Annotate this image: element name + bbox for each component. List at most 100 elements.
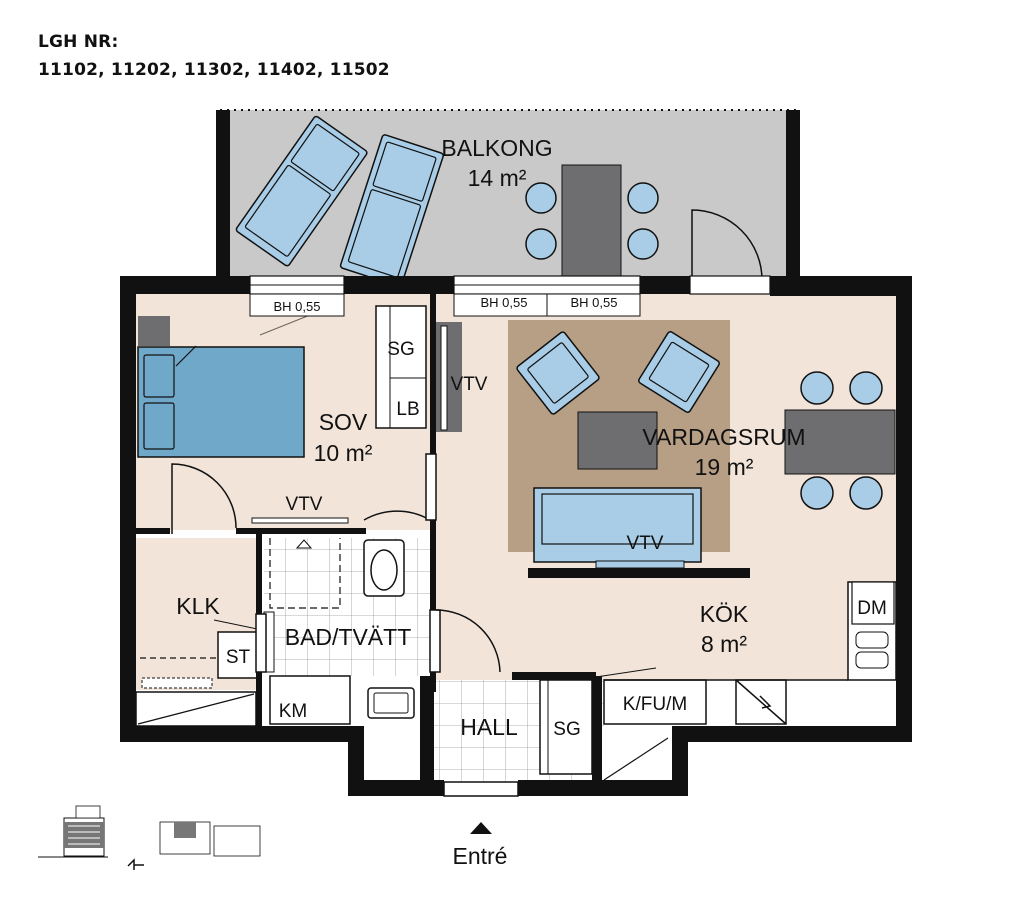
fridge-freezer-label: K/FU/M xyxy=(623,694,687,715)
balcony: BALKONG 14 m² xyxy=(216,109,800,288)
shaft-left xyxy=(364,742,420,780)
bath-door xyxy=(429,609,441,673)
dining-chair xyxy=(849,476,883,510)
bed-cover-fold xyxy=(175,345,197,367)
building-roof xyxy=(75,805,101,819)
living-furniture xyxy=(508,320,750,578)
window-label: BH 0,55 xyxy=(274,299,321,314)
wall-shaft-bottom-right xyxy=(598,780,688,796)
balcony-door-swing xyxy=(691,209,763,281)
closet-leader-line xyxy=(213,619,263,631)
dishwasher xyxy=(851,581,895,625)
balcony-name: BALKONG xyxy=(441,135,552,161)
shower-drain-icon xyxy=(295,539,313,549)
site-plan-building-2 xyxy=(213,825,261,857)
window-label-box xyxy=(249,293,345,317)
site-plan-highlight xyxy=(174,822,196,838)
armchair-1 xyxy=(516,331,600,415)
hall-wardrobe-label: SG xyxy=(553,719,580,740)
wall-hall-right xyxy=(592,676,602,796)
wall-bath-living xyxy=(430,520,436,610)
dining-chair xyxy=(800,371,834,405)
washing-machine xyxy=(269,675,351,725)
wall-bedroom-living xyxy=(430,294,436,454)
wall-bottom-right xyxy=(684,726,912,742)
wall-closet-bath-lower xyxy=(256,672,262,728)
dishwasher-label: DM xyxy=(857,598,887,619)
balcony-chair xyxy=(627,182,659,214)
fridge-freezer-microwave xyxy=(603,679,707,725)
wall-bottom-left xyxy=(120,726,348,742)
wall-hall-top xyxy=(512,672,596,680)
bedroom-tv xyxy=(251,517,349,524)
living-tv-cabinet xyxy=(436,322,462,432)
balcony-wall-right xyxy=(786,110,800,280)
wall-right xyxy=(896,276,912,742)
entrance-arrow-icon xyxy=(470,822,492,834)
wall-bedroom-bath xyxy=(236,528,366,534)
doors xyxy=(171,453,519,797)
walls xyxy=(120,276,912,796)
wall-hall-bottom xyxy=(518,780,602,796)
dining-set xyxy=(784,371,896,510)
entrance-label: Entré xyxy=(453,843,508,869)
pillow xyxy=(143,402,175,450)
balcony-wall-left xyxy=(216,110,230,280)
bath-name: BAD/TVÄTT xyxy=(285,624,412,650)
living-tv-label: VTV xyxy=(627,533,664,554)
entrance-door xyxy=(443,781,519,797)
coffee-table xyxy=(577,411,658,470)
bedroom-door xyxy=(425,453,437,521)
wall-hall-left xyxy=(420,676,434,796)
key-plan xyxy=(38,805,261,870)
shaft-diagonal xyxy=(603,737,669,781)
living-wall-tv xyxy=(440,325,448,431)
balcony-chair xyxy=(525,182,557,214)
wall-top-mid-right xyxy=(640,276,690,294)
wall-bedroom-closet xyxy=(136,528,170,534)
bath-fixtures xyxy=(263,538,415,725)
window-label: BH 0,55 xyxy=(481,295,528,310)
kitchen-leader-line xyxy=(595,667,657,678)
dining-table xyxy=(784,409,896,475)
wall-shaft-left xyxy=(348,726,364,796)
shower-area xyxy=(269,538,341,609)
wardrobe xyxy=(375,305,427,429)
apartment-number-list: 11102, 11202, 11302, 11402, 11502 xyxy=(38,60,390,80)
balcony-chair xyxy=(525,228,557,260)
sofa-seat xyxy=(541,493,694,545)
bath-door-swing xyxy=(435,609,501,673)
window-label: BH 0,55 xyxy=(571,295,618,310)
bath-floor xyxy=(264,538,430,676)
wardrobe-label: SG xyxy=(387,339,414,360)
sun-lounger-1 xyxy=(235,115,368,267)
balcony-chair xyxy=(627,228,659,260)
washing-machine-label: KM xyxy=(279,701,308,722)
living-wall-tv-label: VTV xyxy=(451,374,488,395)
windows xyxy=(249,275,771,317)
bedroom-name: SOV xyxy=(319,409,368,435)
closet-rack xyxy=(141,677,213,689)
sun-lounger-2 xyxy=(339,134,444,288)
floor-lines xyxy=(68,825,100,845)
wall-left xyxy=(120,276,136,742)
wall-top-left xyxy=(120,276,250,294)
living-area: 19 m² xyxy=(695,454,754,480)
hall-name: HALL xyxy=(460,714,518,740)
bedroom-furniture xyxy=(137,304,462,524)
closet-furniture xyxy=(140,619,263,689)
pillow xyxy=(143,354,175,398)
compass-arrow-icon xyxy=(127,858,144,870)
balcony-door xyxy=(689,275,771,295)
living-name: VARDAGSRUM xyxy=(642,424,805,450)
kitchen-area: 8 m² xyxy=(701,631,747,657)
storage-diagonal xyxy=(137,693,255,725)
stove-symbol xyxy=(735,679,787,725)
linen-cupboard-label: LB xyxy=(396,399,419,420)
kitchen-fixtures xyxy=(595,581,897,725)
sink-basin xyxy=(373,692,409,714)
nightstand xyxy=(138,316,170,346)
dining-chair xyxy=(849,371,883,405)
closet-name: KLK xyxy=(176,593,220,619)
